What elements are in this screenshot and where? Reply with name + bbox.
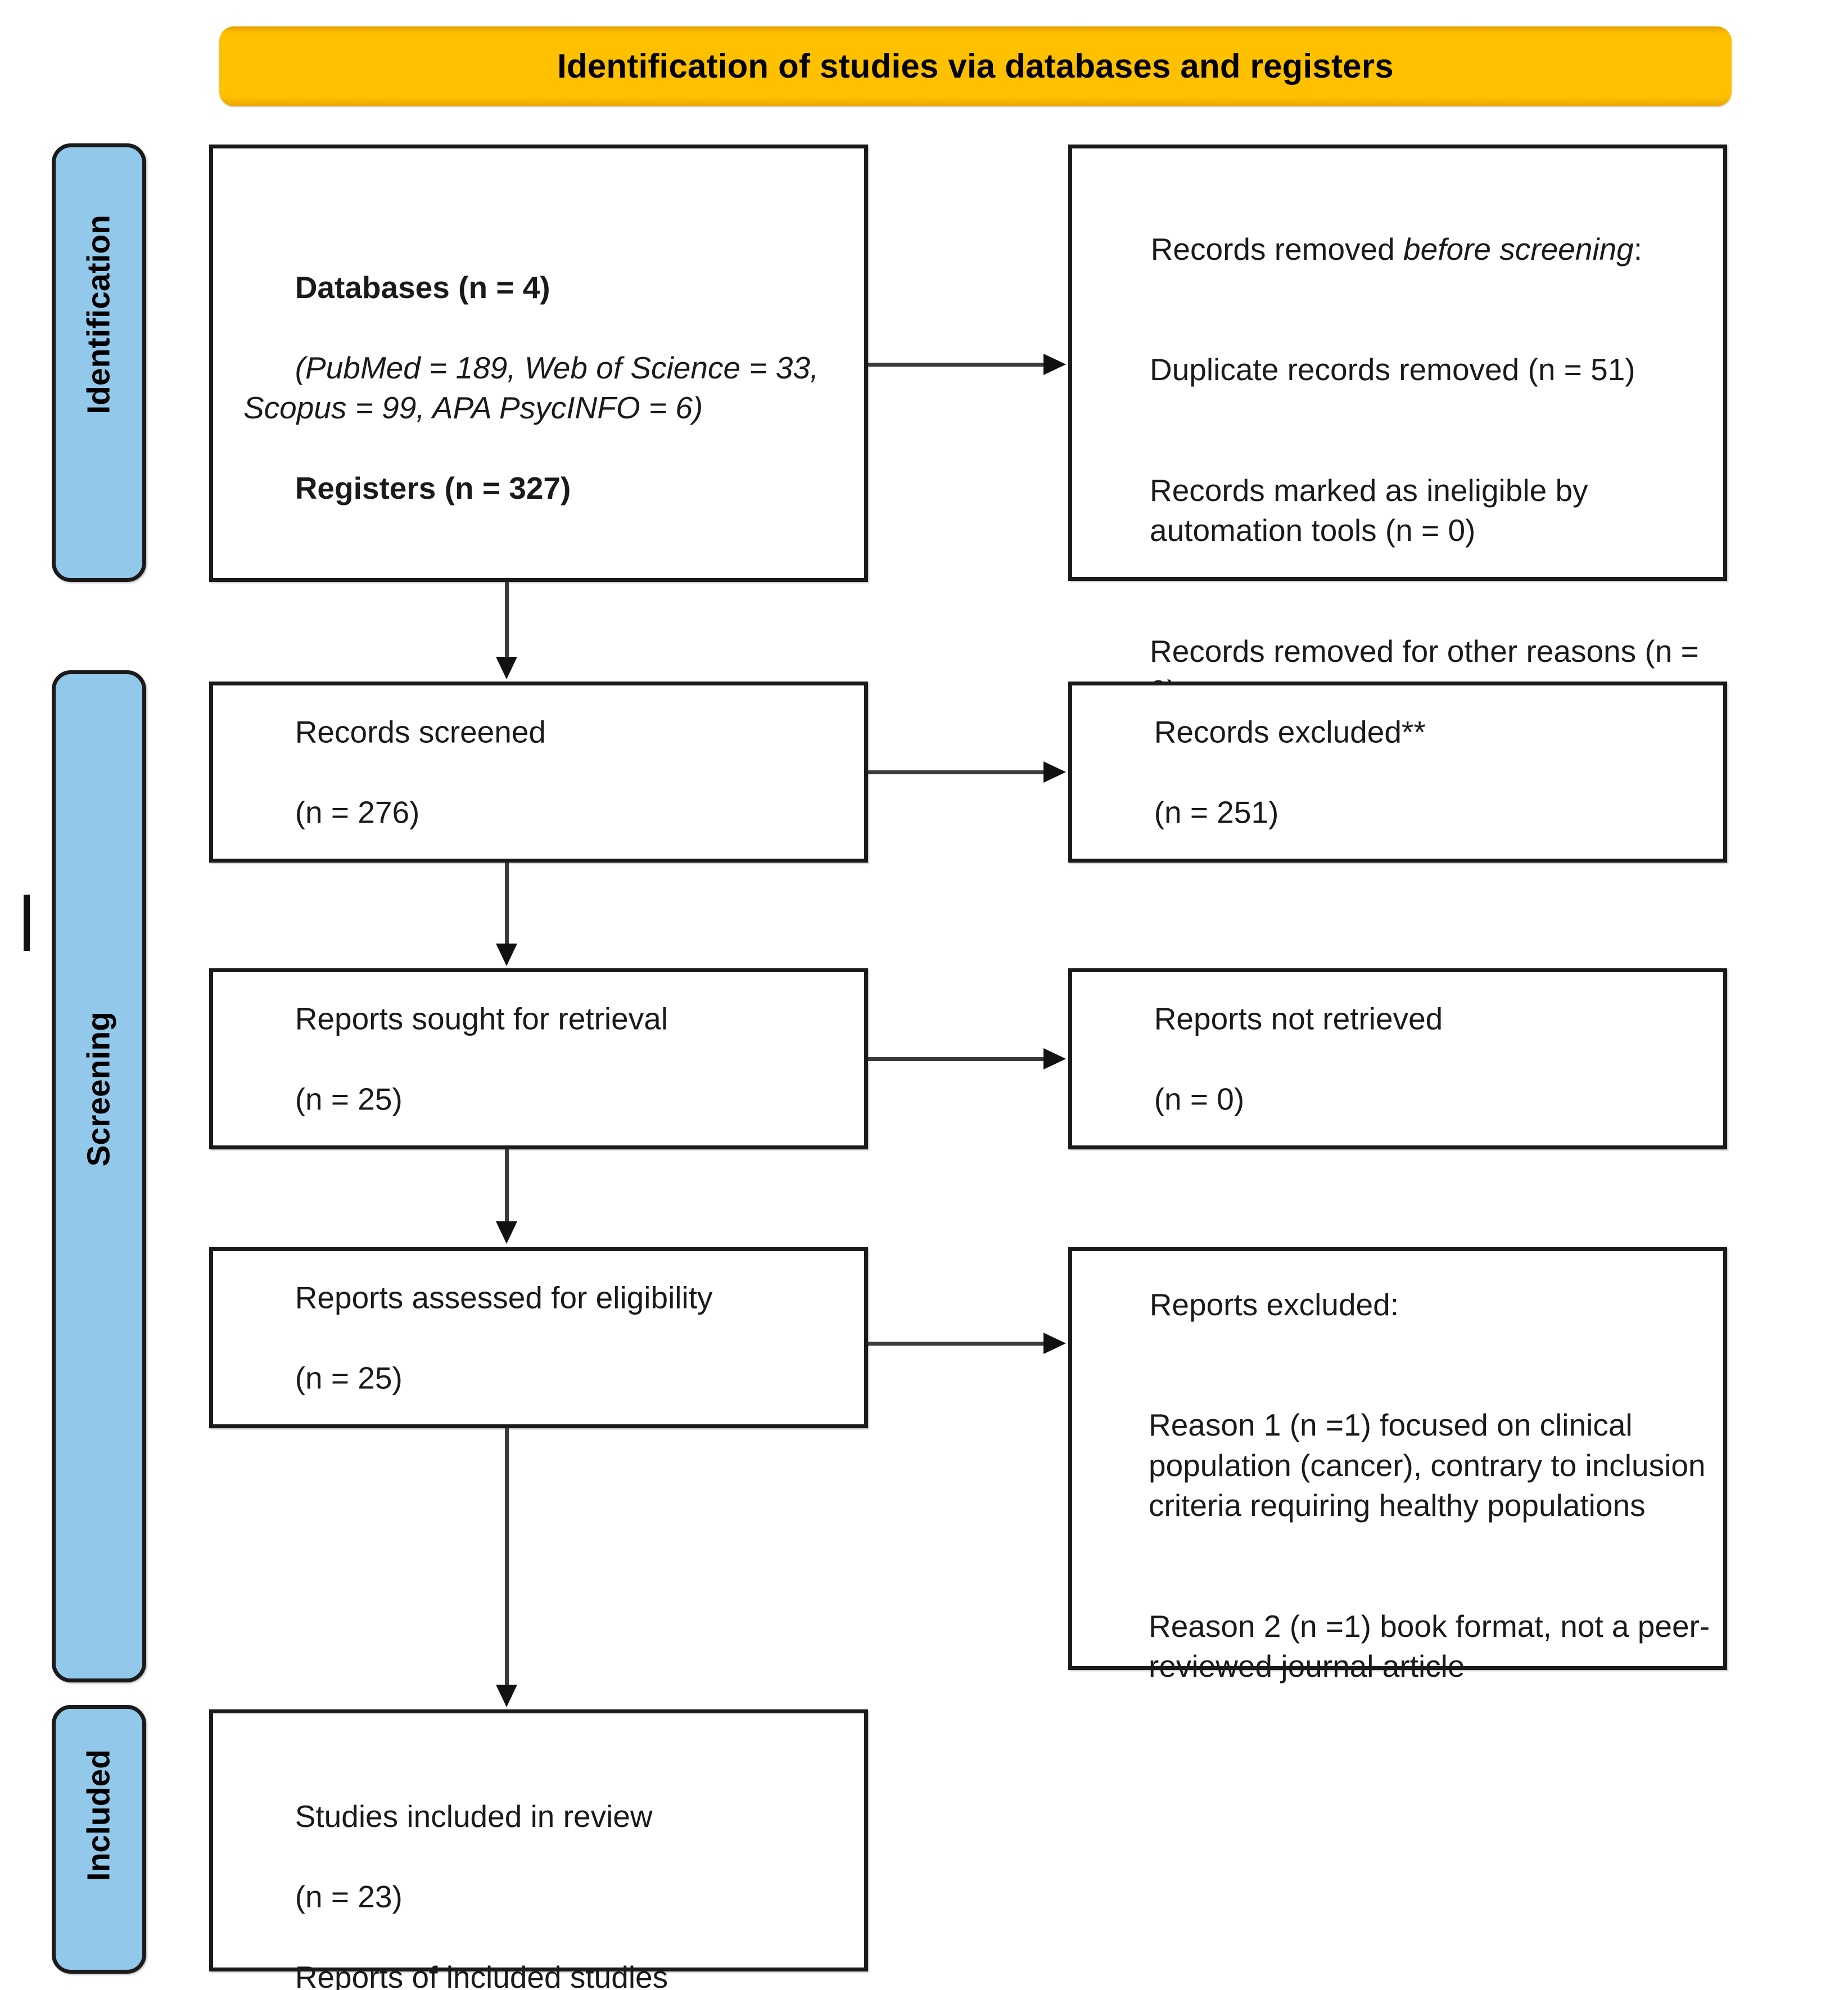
reports-excluded-reason-0: Reason 1 (n =1) focused on clinical popu… <box>1149 1407 1714 1523</box>
connector-sought-to-assessed <box>505 1149 509 1224</box>
stage-pill-identification: Identification <box>52 143 146 582</box>
connector-screened-to-excluded <box>868 770 1046 774</box>
box-reports-sought-for-retrieval: Reports sought for retrieval (n = 25) <box>209 968 868 1149</box>
arrowhead-down-icon-3 <box>496 1221 517 1244</box>
connector-databases-to-screened <box>505 582 509 661</box>
arrowhead-right-icon-4 <box>1043 1333 1066 1354</box>
reports-sought-label: Reports sought for retrieval <box>295 1000 668 1036</box>
box-records-screened-text: Records screened (n = 276) <box>243 671 850 873</box>
box-reports-assessed-for-eligibility: Reports assessed for eligibility (n = 25… <box>209 1247 868 1428</box>
stray-tick-mark <box>24 895 30 951</box>
header-banner-title: Identification of studies via databases … <box>557 47 1394 85</box>
arrowhead-down-icon-1 <box>496 657 517 679</box>
arrowhead-right-icon-3 <box>1043 1048 1066 1070</box>
connector-assessed-to-included <box>505 1428 509 1687</box>
arrowhead-down-icon-4 <box>496 1685 517 1707</box>
reports-not-retrieved-count: (n = 0) <box>1154 1081 1245 1116</box>
removed-before-item-0: Duplicate records removed (n = 51) <box>1150 352 1635 387</box>
reports-assessed-label: Reports assessed for eligibility <box>295 1279 713 1315</box>
stage-pill-screening: Screening <box>52 670 146 1682</box>
studies-included-count: (n = 23) <box>295 1879 403 1914</box>
stage-pill-included: Included <box>52 1705 146 1974</box>
reports-assessed-count: (n = 25) <box>295 1360 403 1395</box>
stage-label-included: Included <box>80 1749 117 1881</box>
box-records-screened: Records screened (n = 276) <box>209 682 868 863</box>
connector-sought-to-not-retrieved <box>868 1057 1046 1061</box>
databases-count: Databases (n = 4) <box>295 269 550 305</box>
arrowhead-down-icon-2 <box>496 944 517 966</box>
connector-screened-to-sought <box>505 863 509 946</box>
reports-not-retrieved-label: Reports not retrieved <box>1154 1000 1443 1036</box>
records-screened-label: Records screened <box>295 714 546 749</box>
connector-databases-to-removed <box>868 363 1046 367</box>
removed-before-heading-plain: Records removed <box>1150 231 1404 267</box>
removed-before-item-1: Records marked as ineligible by automati… <box>1150 472 1597 548</box>
arrowhead-right-icon-1 <box>1043 354 1066 375</box>
box-reports-excluded: Reports excluded: Reason 1 (n =1) focuse… <box>1068 1247 1727 1684</box>
box-studies-included-in-review: Studies included in review (n = 23) Repo… <box>209 1709 868 1990</box>
records-screened-count: (n = 276) <box>295 794 420 829</box>
studies-included-label: Studies included in review <box>295 1798 653 1834</box>
box-reports-not-retrieved-text: Reports not retrieved (n = 0) <box>1103 958 1709 1159</box>
stage-label-screening: Screening <box>80 1012 117 1167</box>
registers-count: Registers (n = 327) <box>295 471 571 506</box>
box-reports-sought-text: Reports sought for retrieval (n = 25) <box>243 958 850 1159</box>
reports-excluded-reason-1: Reason 2 (n =1) book format, not a peer-… <box>1149 1608 1710 1684</box>
reports-of-included-studies-label: Reports of included studies <box>295 1959 668 1990</box>
box-reports-excluded-text: Reports excluded: Reason 1 (n =1) focuse… <box>1098 1244 1721 1767</box>
removed-before-heading-italic: before screening <box>1403 231 1634 267</box>
box-records-excluded-text: Records excluded** (n = 251) <box>1103 671 1709 873</box>
stage-label-identification: Identification <box>80 215 117 414</box>
box-records-removed-before-screening: Records removed before screening: Duplic… <box>1068 145 1727 709</box>
box-reports-not-retrieved: Reports not retrieved (n = 0) <box>1068 968 1727 1149</box>
arrowhead-right-icon-2 <box>1043 761 1066 783</box>
box-reports-assessed-text: Reports assessed for eligibility (n = 25… <box>243 1237 850 1438</box>
removed-before-heading-colon: : <box>1633 231 1643 267</box>
databases-breakdown: (PubMed = 189, Web of Science = 33, Scop… <box>243 350 828 426</box>
box-removed-before-text: Records removed before screening: Duplic… <box>1099 189 1714 792</box>
header-banner: Identification of studies via databases … <box>219 26 1732 106</box>
box-studies-included-text: Studies included in review (n = 23) Repo… <box>243 1756 850 1990</box>
box-records-excluded: Records excluded** (n = 251) <box>1068 682 1727 863</box>
box-databases-text: Databases (n = 4) (PubMed = 189, Web of … <box>243 227 850 549</box>
reports-sought-count: (n = 25) <box>295 1081 403 1116</box>
records-excluded-label: Records excluded** <box>1154 714 1426 749</box>
reports-excluded-heading: Reports excluded: <box>1149 1287 1399 1322</box>
connector-assessed-to-excluded <box>868 1342 1046 1346</box>
records-excluded-count: (n = 251) <box>1154 794 1279 829</box>
box-databases-registers: Databases (n = 4) (PubMed = 189, Web of … <box>209 145 868 582</box>
